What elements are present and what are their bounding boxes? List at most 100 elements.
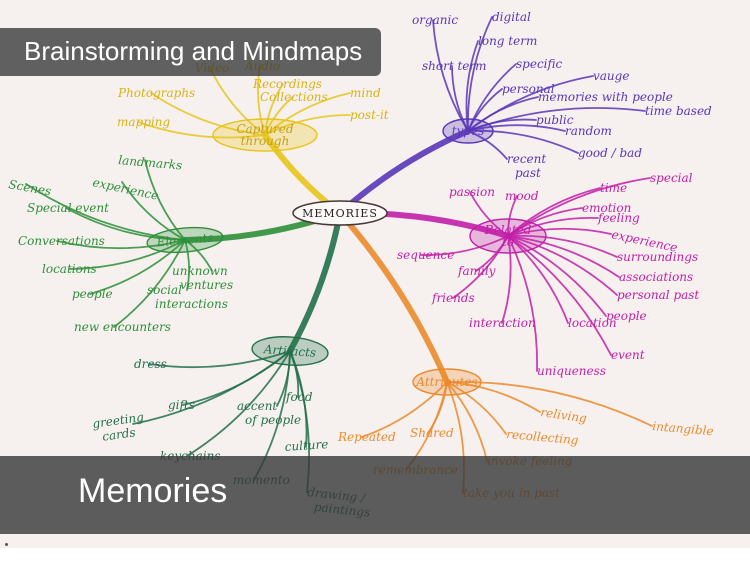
- mindmap-label-magenta-surroundings: surroundings: [617, 250, 698, 264]
- slide-subtitle: Memories: [78, 472, 228, 510]
- hub-label-orange: Attributes: [415, 375, 477, 389]
- mindmap-label-green-new-encounters: new encounters: [74, 320, 171, 334]
- edge-magenta-sequence: [420, 235, 509, 256]
- slide-title: Brainstorming and Mindmaps: [24, 36, 363, 66]
- mindmap-label-purple-time-based: time based: [645, 104, 712, 118]
- mindmap-label-darkgreen-food: food: [285, 390, 313, 404]
- mindmap-label-magenta-location: location: [568, 316, 617, 330]
- mindmap-label-yellow-recordings: Recordings: [252, 77, 322, 91]
- edge-magenta-interaction: [501, 235, 512, 324]
- hub-label-purple: types: [452, 124, 485, 138]
- mindmap-label-magenta-interaction: interaction: [469, 316, 536, 330]
- edge-green-conversations: [56, 239, 186, 250]
- edge-purple-long-term: [465, 40, 479, 132]
- mindmap-label-magenta-mood: mood: [505, 189, 539, 203]
- mindmap-label-magenta-sequence: sequence: [397, 248, 454, 262]
- edge-purple-memories-with-people: [467, 96, 539, 132]
- edge-green-unknown-ventures: [184, 239, 213, 272]
- edge-yellow-mapping: [137, 121, 266, 139]
- hub-ellipse-orange: [412, 368, 482, 396]
- edge-magenta-passion: [469, 191, 509, 237]
- mindmap-label-green-scenes: Scenes: [7, 177, 52, 198]
- edge-green-special-event: [65, 207, 186, 241]
- mindmap-label-purple-organic: organic: [412, 13, 458, 27]
- title-banner: Brainstorming and Mindmaps: [0, 28, 381, 76]
- edge-magenta-surroundings: [507, 234, 618, 258]
- mindmap-label-green-landmarks: landmarks: [118, 153, 183, 173]
- mindmap-label-yellow-mind: mind: [350, 86, 381, 100]
- edge-orange-repeated: [361, 381, 448, 438]
- hub-label-darkgreen: Artifacts: [262, 342, 316, 360]
- edge-orange-recollecting: [446, 381, 507, 435]
- mindmap-label-magenta-personal-past: personal past: [617, 288, 699, 302]
- mindmap-label-orange-recollecting: recollecting: [506, 427, 580, 447]
- mindmap-label-magenta-associations: associations: [619, 270, 693, 284]
- edge-magenta-emotion: [507, 207, 583, 237]
- mindmap-label-purple-good-bad: good / bad: [578, 146, 642, 160]
- edge-center-darkgreen: [287, 210, 343, 354]
- hub-ellipse-darkgreen: [251, 336, 329, 366]
- mindmap-label-magenta-passion: passion: [449, 185, 495, 199]
- mindmap-label-green-experience: experience: [91, 175, 159, 203]
- hub-node-purple: types: [442, 118, 494, 144]
- center-node-label: MEMORIES: [302, 207, 378, 220]
- edge-orange-intangible: [446, 380, 653, 427]
- edge-orange-invoke-feeling: [446, 381, 488, 462]
- hub-node-darkgreen: Artifacts: [251, 336, 329, 366]
- hub-label-green: Elements: [155, 231, 214, 250]
- mindmap-label-yellow-photographs: Photographs: [117, 86, 195, 100]
- edge-green-new-encounters: [113, 239, 186, 328]
- mindmap-label-purple-specific: specific: [516, 57, 563, 71]
- mindmap-label-yellow-mapping: mapping: [117, 115, 170, 129]
- edge-darkgreen-keychains: [186, 350, 291, 457]
- edge-purple-good-bad: [467, 129, 579, 154]
- edge-green-experience: [121, 181, 186, 241]
- edge-green-locations: [68, 239, 186, 270]
- mindmap-label-purple-digital: digital: [492, 10, 531, 24]
- mindmap-label-purple-random: random: [565, 124, 612, 138]
- leaf-labels: AudioVideoRecordingsCollectionsPhotograp…: [7, 10, 714, 520]
- hub-ellipse-magenta: [469, 218, 547, 254]
- mindmap-label-magenta-emotion: emotion: [582, 201, 631, 215]
- edge-green-social-interactions: [184, 239, 190, 291]
- edge-purple-organic: [432, 19, 469, 132]
- mindmap-label-orange-intangible: intangible: [652, 419, 714, 438]
- mindmap-label-orange-shared: Shared: [410, 426, 454, 440]
- mindmap-label-purple-short-term: short term: [422, 59, 487, 73]
- edge-magenta-time: [507, 187, 601, 237]
- mindmap-label-darkgreen-culture: culture: [284, 437, 329, 454]
- mindmap-label-magenta-uniqueness: uniqueness: [537, 364, 606, 378]
- edge-green-landmarks: [144, 159, 186, 241]
- mindmap-label-purple-public: public: [536, 113, 574, 127]
- edge-purple-public: [467, 118, 537, 132]
- mindmap-label-magenta-family: family: [457, 264, 496, 278]
- mindmap-label-magenta-feeling: feeling: [597, 211, 640, 225]
- hub-node-orange: Attributes: [412, 368, 482, 396]
- hub-ellipse-green: [146, 226, 224, 254]
- edge-yellow-collections: [264, 96, 294, 136]
- mindmap-label-green-conversations: Conversations: [18, 234, 105, 248]
- edge-purple-random: [467, 124, 566, 132]
- mindmap-label-darkgreen-gifts: gifts: [168, 398, 195, 412]
- corner-dot: [5, 543, 8, 546]
- mindmap-label-magenta-special: special: [650, 171, 693, 185]
- mindmap-label-yellow-post-it: post-it: [350, 108, 389, 122]
- edge-magenta-feeling: [507, 216, 599, 237]
- mindmap-label-magenta-time: time: [600, 181, 627, 195]
- hub-ellipse-yellow: [212, 118, 318, 152]
- edge-yellow-mind: [264, 92, 351, 136]
- mindmap-label-darkgreen-greeting-cards: greetingcards: [91, 410, 146, 445]
- hub-ellipse-purple: [442, 118, 494, 144]
- edge-darkgreen-dress: [148, 350, 291, 369]
- subtitle-banner: Memories: [0, 456, 750, 534]
